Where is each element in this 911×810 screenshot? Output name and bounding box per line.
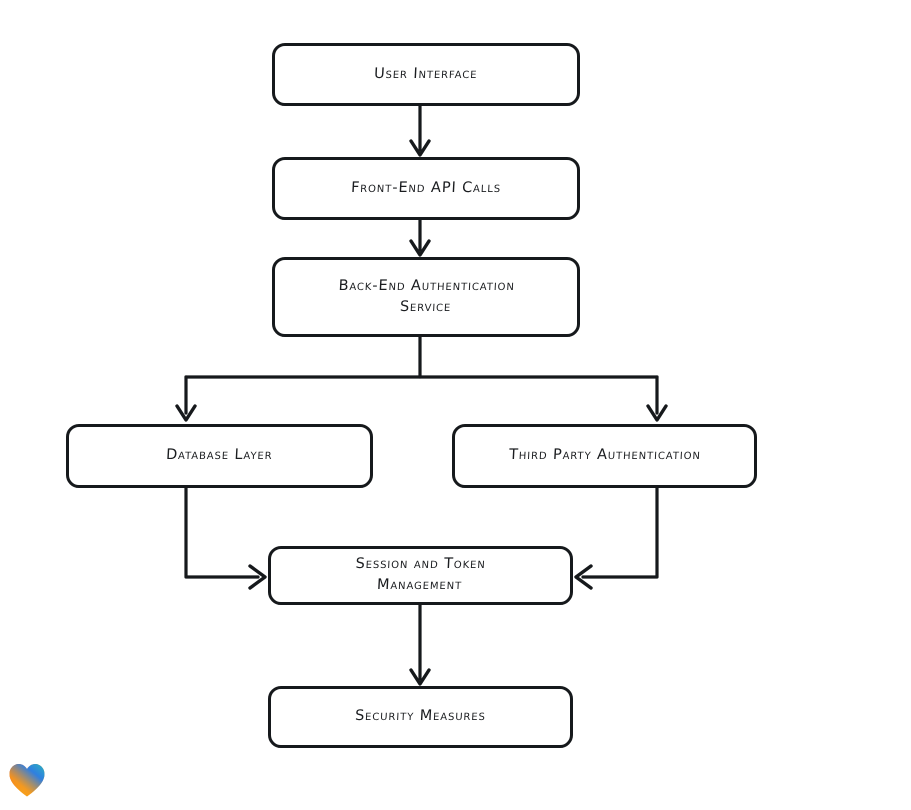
- node-session-and-token-management-label: Session and Token Management: [355, 556, 487, 594]
- edge-backend-to-database: [175, 375, 197, 422]
- node-front-end-api-calls[interactable]: Front-End API Calls: [272, 157, 580, 220]
- edge-ui-to-api: [409, 104, 431, 157]
- edge-backend-to-third-party: [646, 375, 668, 422]
- edge-session-to-security: [409, 603, 431, 686]
- heart-icon: [9, 764, 45, 797]
- node-security-measures[interactable]: Security Measures: [268, 686, 573, 748]
- node-user-interface-label: User Interface: [373, 65, 479, 82]
- node-session-and-token-management[interactable]: Session and Token Management: [268, 546, 573, 605]
- edge-database-to-session: [184, 486, 267, 590]
- edge-api-to-backend: [409, 218, 431, 257]
- node-user-interface[interactable]: User Interface: [272, 43, 580, 106]
- node-third-party-authentication[interactable]: Third Party Authentication: [452, 424, 757, 488]
- edge-third-party-to-session: [574, 486, 659, 590]
- node-front-end-api-calls-label: Front-End API Calls: [350, 179, 502, 196]
- node-back-end-authentication-service[interactable]: Back-End Authentication Service: [272, 257, 580, 337]
- node-security-measures-label: Security Measures: [354, 708, 487, 725]
- edge-backend-branch-bus: [184, 335, 659, 379]
- node-database-layer[interactable]: Database Layer: [66, 424, 373, 488]
- node-third-party-authentication-label: Third Party Authentication: [508, 447, 701, 464]
- node-database-layer-label: Database Layer: [165, 447, 274, 464]
- node-back-end-authentication-service-label: Back-End Authentication Service: [338, 277, 516, 315]
